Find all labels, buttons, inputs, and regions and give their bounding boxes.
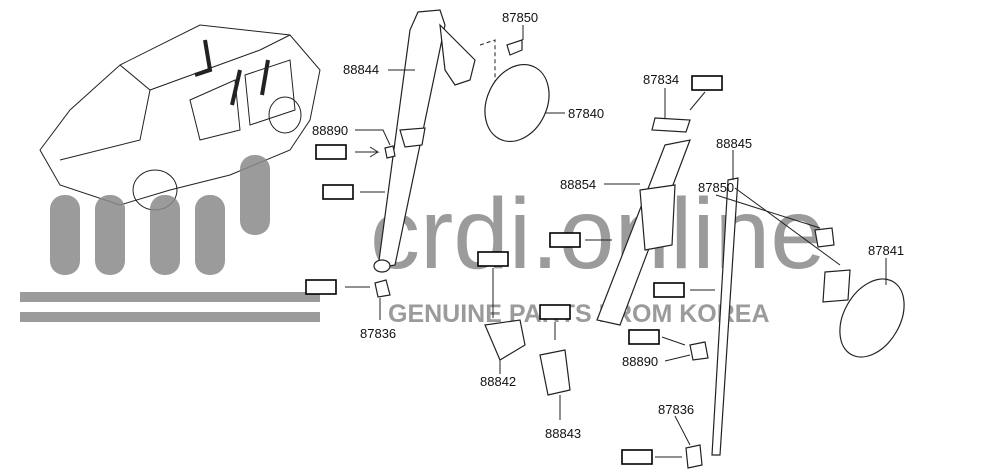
part-label-87841: 87841 xyxy=(868,243,904,258)
front-seat-belt xyxy=(373,9,550,298)
part-label-88854: 88854 xyxy=(560,177,596,192)
part-label-88890-rear: 88890 xyxy=(622,354,658,369)
part-label-88842: 88842 xyxy=(480,374,516,389)
part-label-87836: 87836 xyxy=(360,326,396,341)
vehicle-illustration xyxy=(39,24,321,211)
reference-markers xyxy=(305,75,723,465)
part-label-88890: 88890 xyxy=(312,123,348,138)
part-label-88845: 88845 xyxy=(716,136,752,151)
part-label-87840: 87840 xyxy=(568,106,604,121)
part-label-87836-rear: 87836 xyxy=(658,402,694,417)
rear-seat-belt xyxy=(484,117,905,469)
watermark-logo xyxy=(20,155,320,322)
watermark-brand: crdi.online xyxy=(370,178,826,290)
part-label-87850-rear: 87850 xyxy=(698,180,734,195)
leader-lines xyxy=(355,25,887,446)
part-label-87834: 87834 xyxy=(643,72,679,87)
watermark-tagline: GENUINE PARTS FROM KOREA xyxy=(388,300,770,328)
part-label-88843: 88843 xyxy=(545,426,581,441)
part-label-88844: 88844 xyxy=(343,62,379,77)
part-label-87850: 87850 xyxy=(502,10,538,25)
